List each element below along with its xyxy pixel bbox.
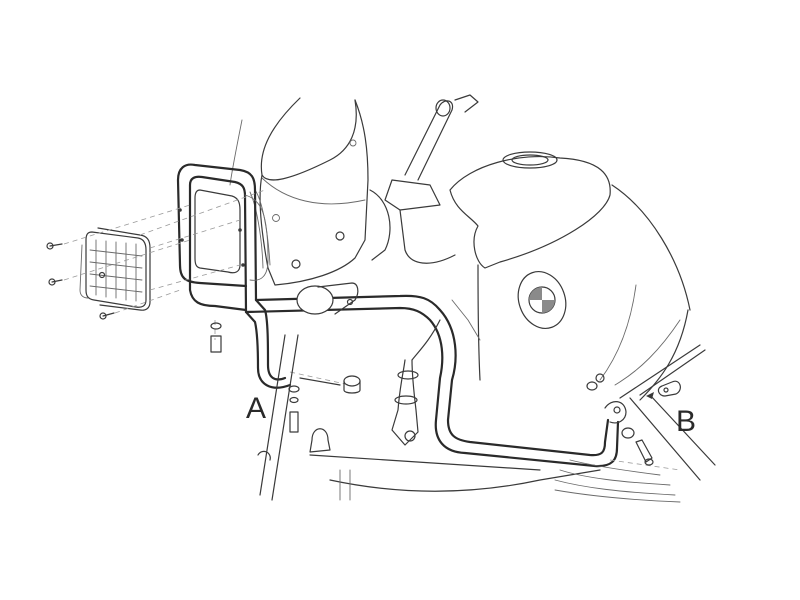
callout-label-a: A: [246, 392, 267, 425]
assembly-lines: [63, 189, 351, 386]
handlebar: [369, 94, 479, 264]
engine-fins: [554, 459, 681, 503]
fuel-tank: [449, 151, 691, 401]
tank-badge: [517, 271, 567, 329]
grille-screws: [46, 242, 115, 320]
fairing: [229, 97, 369, 286]
headlight-grille: [79, 227, 151, 311]
fork-leg: [391, 319, 441, 446]
callout-label-b: B: [676, 405, 697, 438]
fasteners-b: [586, 344, 716, 481]
turn-signal: [296, 282, 359, 315]
crash-bar: [176, 163, 627, 468]
fasteners-a: [210, 322, 361, 433]
frame-tubes: [257, 299, 601, 501]
headlight: [194, 189, 269, 281]
